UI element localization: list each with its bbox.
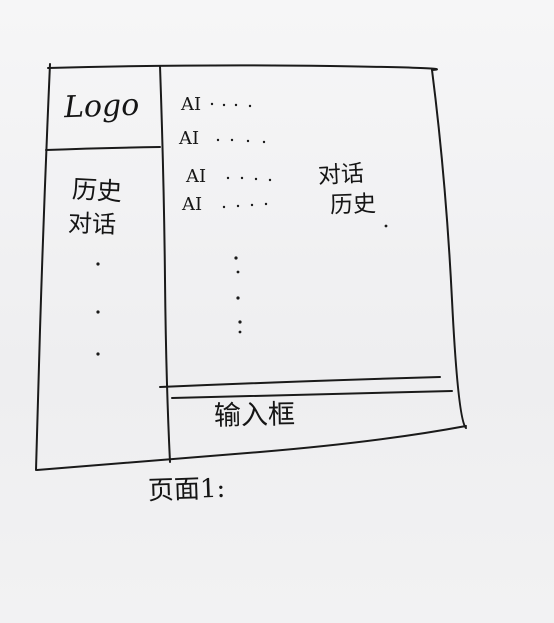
outer-frame-right	[431, 69, 467, 429]
chat-dot	[236, 270, 240, 274]
sidebar-divider	[159, 65, 171, 463]
chat-message: AI	[181, 94, 202, 115]
chat-area-label-line1: 对话	[317, 160, 365, 190]
sidebar-dot	[96, 310, 100, 314]
input-divider-top	[159, 376, 441, 388]
chat-dot	[238, 320, 242, 324]
outer-frame-left	[35, 63, 51, 471]
outer-frame-top	[47, 64, 438, 71]
page-caption: 页面1:	[147, 473, 226, 507]
chat-message: AI	[179, 128, 200, 149]
chat-dot	[236, 296, 240, 300]
sidebar-dot	[96, 262, 100, 266]
chat-dot	[384, 224, 388, 228]
sidebar-dot	[96, 352, 100, 356]
logo-divider	[45, 146, 161, 151]
input-box-label[interactable]: 输入框	[213, 399, 296, 432]
input-divider-top-2	[171, 390, 453, 399]
outer-frame-bottom	[36, 425, 467, 471]
chat-message: AI	[182, 194, 203, 215]
logo-text: Logo	[63, 87, 140, 126]
sidebar-dialog-label: 对话	[67, 209, 117, 239]
chat-dot	[234, 256, 238, 260]
chat-message: AI	[186, 166, 207, 187]
chat-dot	[238, 330, 242, 334]
chat-area-label-line2: 历史	[329, 191, 377, 219]
sidebar-history-label: 历史	[71, 174, 123, 207]
